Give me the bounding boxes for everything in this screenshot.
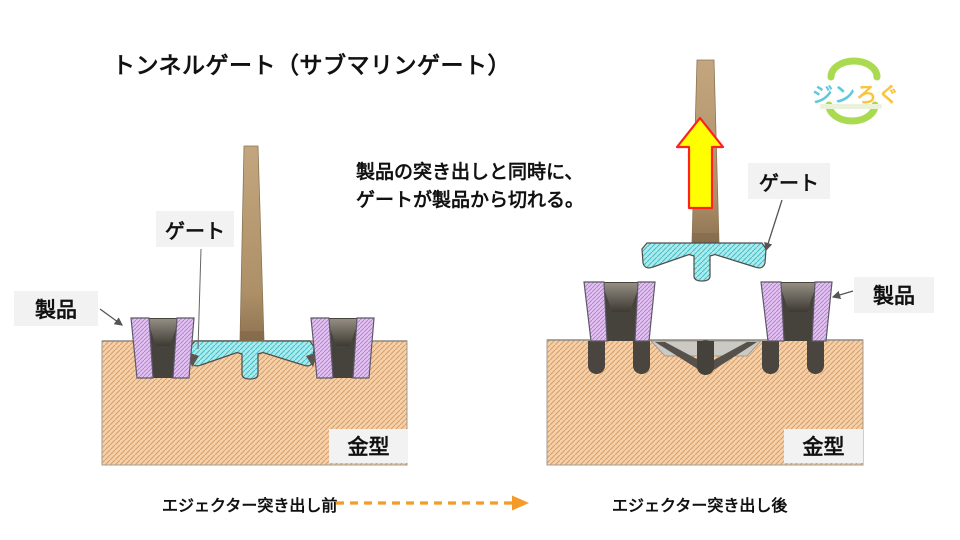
label-gate-before: ゲート bbox=[156, 211, 234, 247]
ejector-pin bbox=[807, 341, 824, 374]
page-title: トンネルゲート（サブマリンゲート） bbox=[112, 52, 512, 78]
ejector-pin bbox=[588, 341, 605, 374]
label-product-before: 製品 bbox=[14, 291, 98, 326]
ejector-pin bbox=[633, 341, 650, 374]
gate-label-leader-before bbox=[197, 248, 202, 350]
runner-and-gate-after bbox=[641, 242, 767, 282]
sprue-base-shadow bbox=[240, 331, 264, 341]
arrowhead bbox=[512, 495, 529, 511]
transition-arrow bbox=[336, 495, 529, 511]
logo-wordmark: ジンろぐ bbox=[812, 79, 900, 109]
product-after-right bbox=[760, 281, 833, 342]
logo-arc-bottom bbox=[825, 101, 879, 125]
product-label-leader-after bbox=[831, 290, 854, 299]
product-before-left bbox=[130, 317, 195, 379]
logo-part-2: ろぐ bbox=[856, 84, 900, 107]
caption-before-ejection: エジェクター突き出し前 bbox=[162, 498, 338, 515]
annotation-text: 製品の突き出しと同時に、 ゲートが製品から切れる。 bbox=[356, 159, 584, 215]
center-ejector-pin bbox=[697, 341, 714, 375]
label-product-after: 製品 bbox=[854, 277, 934, 313]
sprue-base-shadow-after bbox=[692, 233, 719, 243]
annotation-line-2: ゲートが製品から切れる。 bbox=[356, 190, 585, 211]
diagram-before-ejection bbox=[99, 145, 408, 466]
tunnel-channel-right bbox=[703, 342, 757, 371]
logo-tagline bbox=[820, 104, 882, 109]
product-label-leader-before bbox=[99, 308, 124, 326]
sprue-before bbox=[239, 145, 265, 342]
ejector-pin bbox=[762, 341, 779, 374]
diagram-after-ejection bbox=[546, 59, 864, 466]
logo-icon bbox=[825, 57, 881, 125]
annotation-line-1: 製品の突き出しと同時に、 bbox=[356, 162, 584, 183]
product-after-left bbox=[583, 281, 656, 342]
gate-label-leader-after bbox=[764, 199, 783, 252]
label-mold-before: 金型 bbox=[329, 429, 408, 463]
ejection-up-arrow bbox=[675, 116, 725, 210]
caption-after-ejection: エジェクター突き出し後 bbox=[612, 498, 788, 515]
label-mold-after: 金型 bbox=[784, 429, 863, 463]
tunnel-channel-left bbox=[655, 342, 710, 371]
logo-arc-top bbox=[827, 57, 881, 81]
logo-part-1: ジン bbox=[812, 84, 856, 107]
label-gate-after: ゲート bbox=[748, 163, 830, 199]
product-before-right bbox=[310, 317, 375, 379]
